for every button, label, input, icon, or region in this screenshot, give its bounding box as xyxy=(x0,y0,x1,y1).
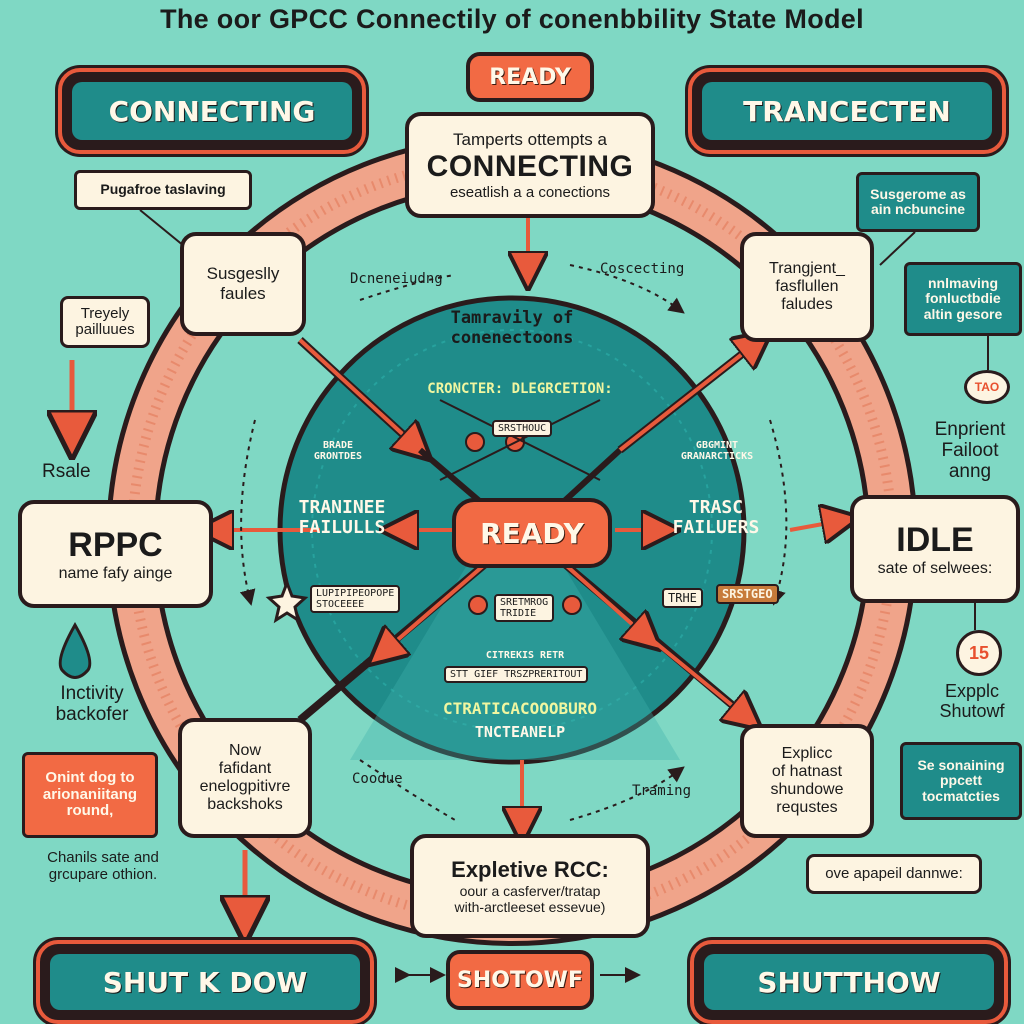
drop-icon xyxy=(58,621,92,679)
inner-tag-mid: SRETMROG TRIDIE xyxy=(494,594,555,622)
card-heading: IDLE xyxy=(896,520,974,559)
inner-right-label: TRASC FAILUERS xyxy=(672,497,760,538)
inner-bottom-strip: STT GIEF TRSZPRERITOUT xyxy=(444,666,589,683)
label-dconnecting: Dcneneiudng xyxy=(350,271,443,287)
card-rppc: RPPC name fafy ainge xyxy=(18,500,213,608)
state-pill-ready-center: READY xyxy=(452,498,612,568)
card-upper-right: Trangjent_ fasflullen faludes xyxy=(740,232,874,342)
state-pill-label: TRANCECTEN xyxy=(702,82,992,140)
inner-bottom-line2: TNCTEANELP xyxy=(474,723,566,741)
badge-tao: TAO xyxy=(964,370,1010,404)
card-heading: Expletive RCC: xyxy=(451,857,609,882)
diagram-title: The oor GPCC Connectily of conenbbility … xyxy=(160,4,864,34)
inner-subtitle: CRONCTER: DLEGRCETION: xyxy=(427,381,613,397)
card-line: with-arctleeset essevue) xyxy=(454,899,606,915)
inner-title: Tamravily of conenectoons xyxy=(450,308,574,348)
card-lower-right: Explicc of hatnast shundowe requstes xyxy=(740,724,874,838)
card-lower-left: Now fafidant enelogpitivre backshoks xyxy=(178,718,312,838)
inner-tag-left: LUPIPIPEOPOPE STOCEEEE xyxy=(310,585,401,613)
note-left: Treyely pailluues xyxy=(60,296,150,348)
inner-bottom-line1: CTRATICACOOOBURO xyxy=(442,699,598,718)
card-line: eseatlish a a conections xyxy=(449,183,611,201)
state-pill-label: SHUTTHOW xyxy=(704,954,994,1010)
card-line: oour a casferver/tratap xyxy=(459,883,601,899)
card-heading: CONNECTING xyxy=(426,149,634,183)
tag-srstgeo: SRSTGEO xyxy=(716,584,779,604)
state-pill-connecting: CONNECTING xyxy=(58,68,366,154)
tag-lower-right: Se sonaining ppcett tocmatcties xyxy=(900,742,1022,820)
state-pill-shotowf: SHOTOWF xyxy=(446,950,594,1010)
star-icon xyxy=(265,578,309,624)
label-coscecting: Coscecting xyxy=(600,261,685,277)
tag-trhe: TRHE xyxy=(662,588,703,608)
tag-lower-left-orange: Onint dog to arionaniitang round, xyxy=(22,752,158,838)
label-explic: Expplc Shutowf xyxy=(939,681,1005,721)
card-line: sate of selwees: xyxy=(877,559,993,577)
state-pill-trancecten: TRANCECTEN xyxy=(688,68,1006,154)
arrow-to-idle xyxy=(789,520,845,530)
label-rsale: Rsale xyxy=(42,461,91,482)
inner-tag-top: SRSTHOUC xyxy=(492,420,553,437)
card-line: Tamperts ottempts a xyxy=(452,129,607,149)
card-explicit-rpc: Expletive RCC: oour a casferver/tratap w… xyxy=(410,834,650,938)
state-pill-label: CONNECTING xyxy=(72,82,352,140)
label-coodue: Coodue xyxy=(352,771,403,787)
tag-upper-right: Susgerome as ain ncbuncine xyxy=(856,172,980,232)
label-inctivity: Inctivity backofer xyxy=(55,683,129,725)
tag-upper-left: Pugafroe taslaving xyxy=(74,170,252,210)
card-upper-left: Susgeslly faules xyxy=(180,232,306,336)
tag-right: nnlmaving fonluctbdie altin gesore xyxy=(904,262,1022,336)
label-enprient: Enprient Failoot anng xyxy=(934,419,1006,482)
label-channels: Chanils sate and grcupare othion. xyxy=(47,849,159,883)
inner-citrek: CITREKIS RETR xyxy=(485,650,565,661)
card-heading: RPPC xyxy=(68,525,163,564)
inner-right-small: GBGMINT GRANARCTICKS xyxy=(680,440,754,462)
card-connecting: Tamperts ottempts a CONNECTING eseatlish… xyxy=(405,112,655,218)
inner-left-small: BRADE GRONTDES xyxy=(313,440,363,462)
state-pill-shut-down-left: SHUT K DOW xyxy=(36,940,374,1024)
state-pill-label: SHUT K DOW xyxy=(50,954,360,1010)
card-line: name fafy ainge xyxy=(58,564,173,582)
label-traming: Traming xyxy=(632,783,692,799)
badge-fifteen: 15 xyxy=(956,630,1002,676)
inner-left-label: TRANINEE FAILULLS xyxy=(298,497,386,538)
state-pill-shutthow: SHUTTHOW xyxy=(690,940,1008,1024)
note-lower-right: ove apapeil dannwe: xyxy=(806,854,982,894)
state-pill-ready-top: READY xyxy=(466,52,594,102)
card-idle: IDLE sate of selwees: xyxy=(850,495,1020,603)
